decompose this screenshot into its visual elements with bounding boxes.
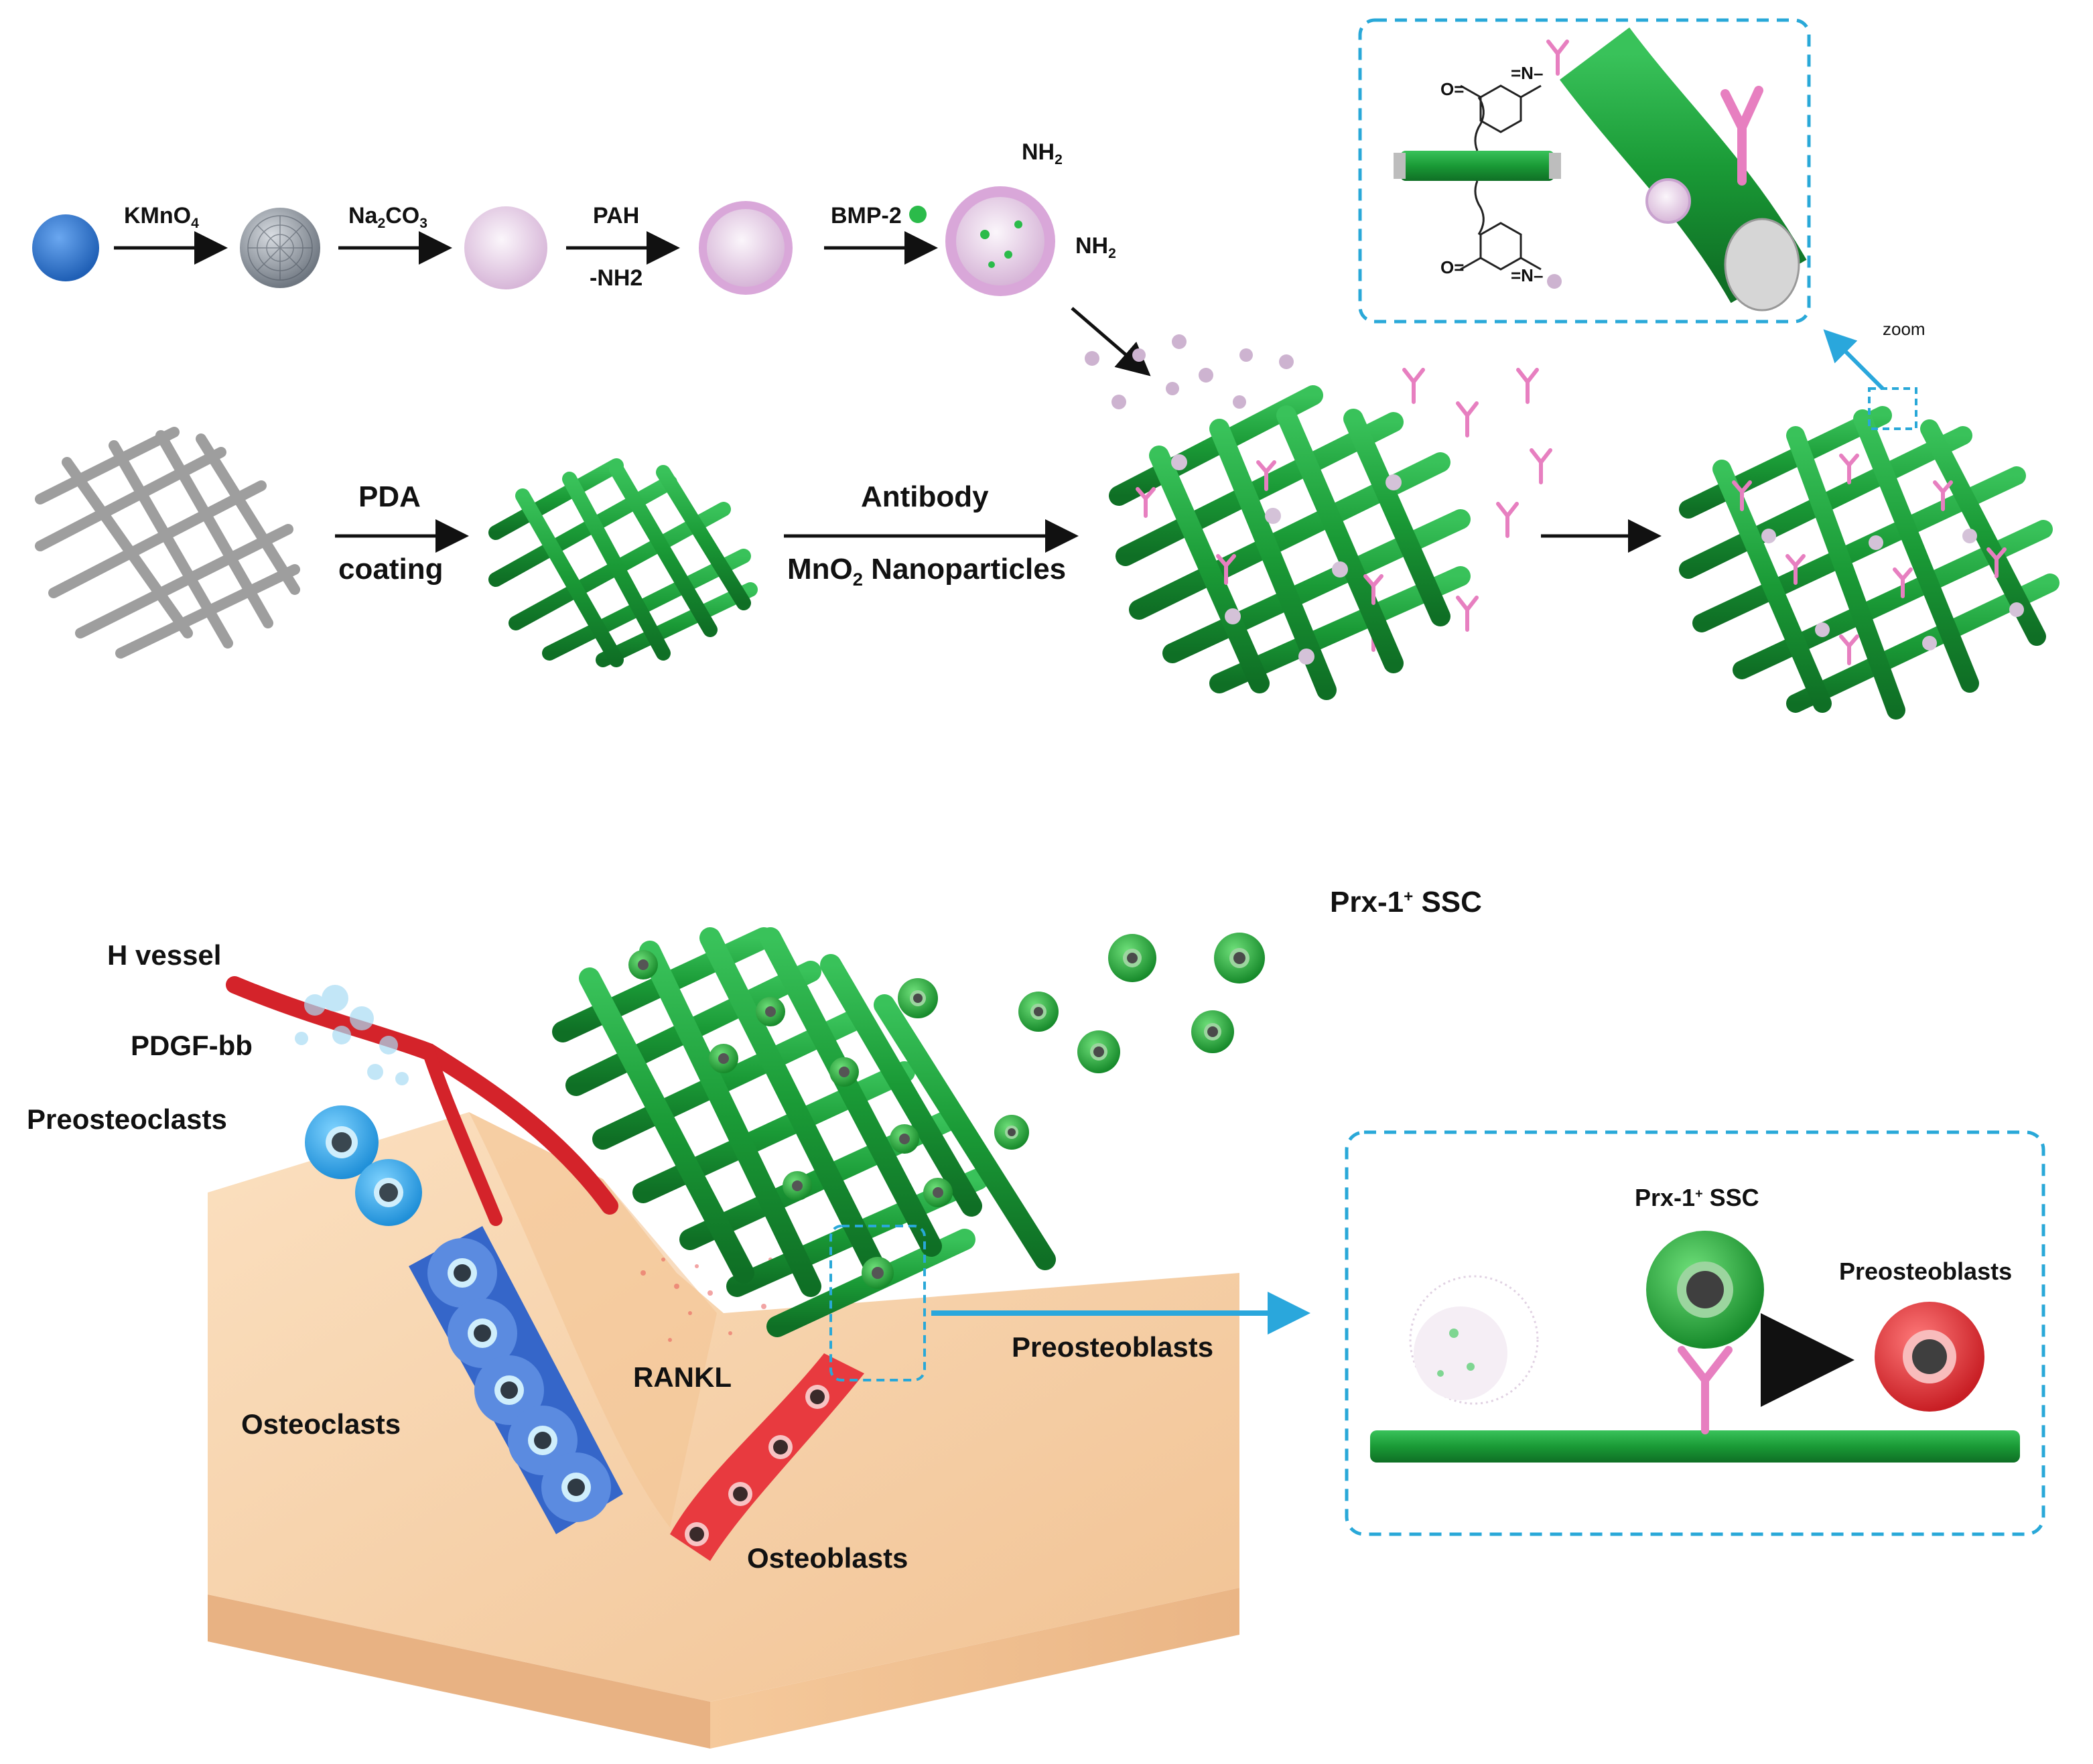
pah-label: PAH: [593, 203, 640, 228]
nh2-top-label: NH2: [1022, 139, 1063, 168]
plain-mesh: [35, 427, 300, 659]
rankl-label: RANKL: [633, 1361, 732, 1393]
osteoblasts-label: Osteoblasts: [747, 1542, 908, 1574]
pda-coated-mesh: [488, 458, 758, 667]
arrow-to-scaffold: [1071, 307, 1151, 377]
preosteoclast-cells: [305, 1105, 422, 1226]
svg-text:=N–: =N–: [1511, 265, 1543, 285]
svg-text:=N–: =N–: [1511, 63, 1543, 83]
bound-ssc-cell: [1646, 1231, 1764, 1434]
mn-core-particle: [32, 214, 99, 281]
zoom-region-marker: [1868, 387, 1917, 430]
inset-fiber: [1370, 1430, 2020, 1463]
inset-prx1-ssc-label: Prx-1+ SSC: [1635, 1184, 1759, 1211]
mno2-nanoparticles-label: MnO2 Nanoparticles: [787, 553, 1067, 590]
antibody-bound-scaffold: [1679, 387, 2060, 720]
svg-text:O=: O=: [1440, 257, 1464, 277]
functionalized-scaffold: [1109, 385, 1471, 700]
pah-coated-particle: [699, 201, 793, 295]
h-vessel: [226, 976, 618, 1226]
zoom-arrow: [1823, 329, 1885, 391]
coating-label: coating: [338, 553, 444, 586]
nh2-bottom-label: NH2: [1075, 233, 1116, 262]
pdgf-bb-label: PDGF-bb: [131, 1030, 253, 1061]
implanted-scaffold: [552, 927, 1056, 1381]
osteoblast-column: [670, 1353, 864, 1561]
free-ssc-cells: [898, 933, 1265, 1150]
fiber-segment: [1400, 151, 1554, 181]
chemical-linker-bottom: [1460, 180, 1542, 271]
detail-inset: [1345, 1130, 2045, 1536]
inset-preosteoblasts-label: Preosteoblasts: [1839, 1258, 2013, 1285]
antibody-label: Antibody: [861, 480, 989, 513]
dissolving-particle: [1409, 1275, 1539, 1405]
zoom-inset: O= =N– O= =N–: [1358, 18, 1811, 324]
preosteoblasts-label: Preosteoblasts: [1012, 1331, 1214, 1363]
detail-region-marker: [829, 1225, 926, 1381]
hollow-mno2-particle: [464, 206, 547, 289]
preosteoclasts-label: Preosteoclasts: [27, 1103, 227, 1135]
floating-nanoparticles: [1085, 334, 1294, 409]
synthesis-row: [32, 186, 1151, 377]
scaffold-bound-cells: [628, 950, 953, 1289]
bmp2-loaded-particle: [945, 186, 1055, 296]
zoomed-fiber: [1560, 27, 1807, 312]
h-vessel-label: H vessel: [107, 939, 222, 971]
kmno4-label: KMnO4: [124, 203, 199, 232]
zoom-label: zoom: [1883, 319, 1926, 339]
osteoclasts-label: Osteoclasts: [241, 1408, 401, 1440]
preosteoblast-cell: [1875, 1302, 1984, 1412]
na2co3-label: Na2CO3: [348, 203, 427, 232]
osteoclast-column: [409, 1226, 623, 1534]
chemical-linker-top: [1460, 84, 1542, 151]
pda-label: PDA: [358, 480, 421, 513]
prx1-ssc-label: Prx-1+ SSC: [1330, 886, 1482, 919]
bmp2-green-dot: [909, 206, 927, 223]
pdgf-bb-cloud: [295, 985, 409, 1085]
svg-text:O=: O=: [1440, 79, 1464, 99]
bmp2-label: BMP-2: [831, 203, 902, 228]
nh2-step-label: -NH2: [590, 265, 643, 291]
mesh-texture: [247, 215, 313, 281]
